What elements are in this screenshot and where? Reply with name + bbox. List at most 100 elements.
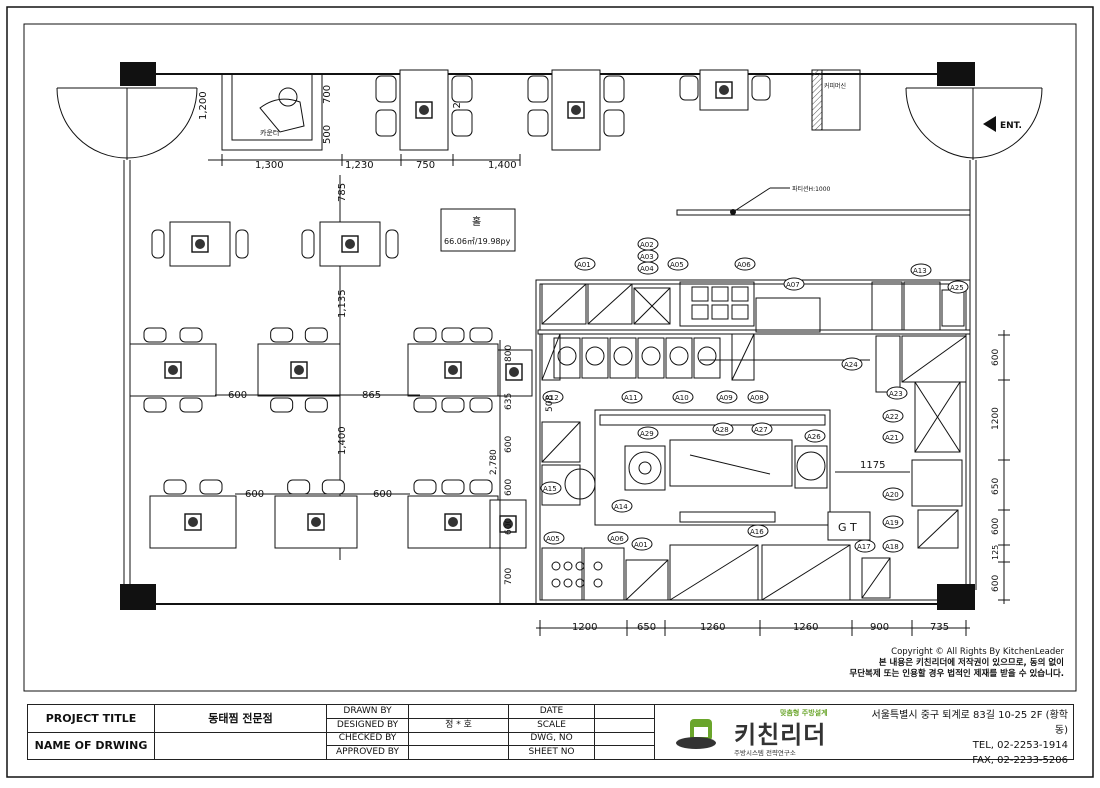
equipment-tag-label: A07: [786, 281, 800, 289]
hall-area: 66.06㎡/19.98py: [444, 237, 511, 246]
bottom-dimensions: [536, 620, 970, 636]
copyright-line-2: 본 내용은 키친리더에 저작권이 있으므로, 동의 없이: [878, 658, 1064, 668]
logo-mark-icon: [676, 719, 716, 749]
partition-label: 파티션H:1000: [792, 185, 831, 193]
table-top-3: [679, 69, 771, 111]
equipment-tag-label: A26: [807, 433, 821, 441]
equipment-tag-label: A17: [857, 543, 871, 551]
coffee-machine-label: 커피머신: [824, 82, 846, 90]
dim-bottom-2: 650: [637, 622, 656, 633]
equipment-tag-label: A06: [737, 261, 751, 269]
equipment-tag: A18: [882, 539, 904, 553]
copyright-line-1: Copyright © All Rights By KitchenLeader: [891, 647, 1064, 657]
dim-600-v1: 600: [504, 436, 514, 453]
equipment-tag: A29: [637, 426, 659, 440]
dim-right-3: 650: [991, 478, 1001, 495]
dim-top-1: 1,300: [255, 160, 284, 171]
dim-600-b: 600: [245, 489, 264, 500]
equipment-tag: A20: [882, 487, 904, 501]
fax-line: FAX, 02-2233-5206: [972, 755, 1068, 766]
equipment-tag-label: A20: [885, 491, 899, 499]
equipment-tag-label: A11: [624, 394, 638, 402]
right-dimensions: [998, 330, 1010, 604]
equipment-tag-label: A04: [640, 265, 654, 273]
company-cell: [654, 704, 1074, 760]
dim-left-1200: 1,200: [198, 91, 209, 120]
equipment-tag-label: A05: [670, 261, 684, 269]
company-logo: 맞춤형 주방설계 키친리더 주방시스템 전략연구소: [652, 705, 862, 759]
top-dimensions: [208, 154, 521, 166]
dim-1135: 1,135: [337, 289, 348, 318]
right-door: [905, 87, 1043, 160]
counter-label: 카운터: [260, 128, 279, 137]
address-line: 서울특별시 중구 퇴계로 83길 10-25 2F (황학동): [871, 710, 1068, 736]
checked-by-value: [408, 731, 509, 747]
partition: [676, 187, 971, 216]
equipment-tag-label: A08: [750, 394, 764, 402]
equipment-tag: A08: [747, 390, 769, 404]
dim-right-2: 1200: [991, 407, 1001, 430]
copyright-line-3: 무단복제 또는 인용할 경우 법적인 제재를 받을 수 있습니다.: [849, 669, 1064, 679]
dim-1200-v: 1,200: [452, 89, 463, 118]
dim-bottom-5: 900: [870, 622, 889, 633]
equipment-tag: A06: [734, 257, 756, 271]
equipment-tag: A13: [910, 263, 932, 277]
equipment-tag: A24: [841, 357, 863, 371]
equipment-tag: A21: [882, 430, 904, 444]
table-top-1: [375, 69, 473, 151]
equipment-tag-label: A13: [913, 267, 927, 275]
dim-785: 785: [337, 183, 348, 202]
left-door: [56, 87, 198, 160]
logo-name: 키친리더: [734, 721, 827, 749]
equipment-tag: A19: [882, 515, 904, 529]
equipment-tag: A22: [882, 409, 904, 423]
dim-508: 508: [545, 395, 555, 412]
equipment-tag: A12: [542, 390, 564, 404]
equipment-tag-label: A29: [640, 430, 654, 438]
columns: [120, 62, 975, 610]
equipment-tag-label: A18: [885, 543, 899, 551]
table-row3-2: [274, 479, 358, 549]
date-value: [594, 704, 655, 719]
designed-by-label: DESIGNED BY: [326, 717, 409, 733]
dim-865: 865: [362, 390, 381, 401]
sheet-no-value: [594, 745, 655, 760]
name-of-drawing-value: [154, 731, 327, 760]
dim-1400-v: 1,400: [337, 426, 348, 455]
drawn-by-value: [408, 704, 509, 719]
dim-1175: 1175: [860, 460, 885, 471]
approved-by-value: [408, 745, 509, 760]
table-row2-1: [129, 327, 217, 413]
logo-sub: 주방시스템 전략연구소: [734, 749, 796, 757]
name-of-drawing-label: NAME OF DRWING: [27, 731, 155, 760]
equipment-tag: A10: [672, 390, 694, 404]
equipment-tag: A16: [747, 524, 769, 538]
dim-700: 700: [322, 85, 333, 104]
approved-by-label: APPROVED BY: [326, 745, 409, 760]
dim-right-5: 125: [991, 545, 1000, 560]
equipment-tag: A01: [631, 537, 653, 551]
equipment-tag-label: A02: [640, 241, 654, 249]
dim-top-4: 1,400: [488, 160, 517, 171]
dwg-no-label: DWG, NO: [508, 731, 595, 747]
equipment-tag-label: A27: [754, 426, 768, 434]
equipment-tag-label: A19: [885, 519, 899, 527]
equipment-tag: A11: [621, 390, 643, 404]
equipment-tag: A25: [947, 280, 969, 294]
equipment-tag-label: A01: [634, 541, 648, 549]
entrance-label: ENT.: [1000, 121, 1022, 131]
equipment-tag-label: A21: [885, 434, 899, 442]
equipment-tag-label: A06: [610, 535, 624, 543]
company-address: 서울특별시 중구 퇴계로 83길 10-25 2F (황학동) TEL, 02-…: [862, 708, 1068, 768]
equipment-tag: A07: [783, 277, 805, 291]
equipment-tag-label: A09: [719, 394, 733, 402]
outer-frame: [6, 6, 1094, 778]
equipment-tag-label: A05: [546, 535, 560, 543]
table-edge-1: [497, 349, 533, 397]
equipment-tag: A03: [637, 249, 659, 263]
table-row3-1: [149, 479, 237, 549]
equipment-tag: A02: [637, 237, 659, 251]
